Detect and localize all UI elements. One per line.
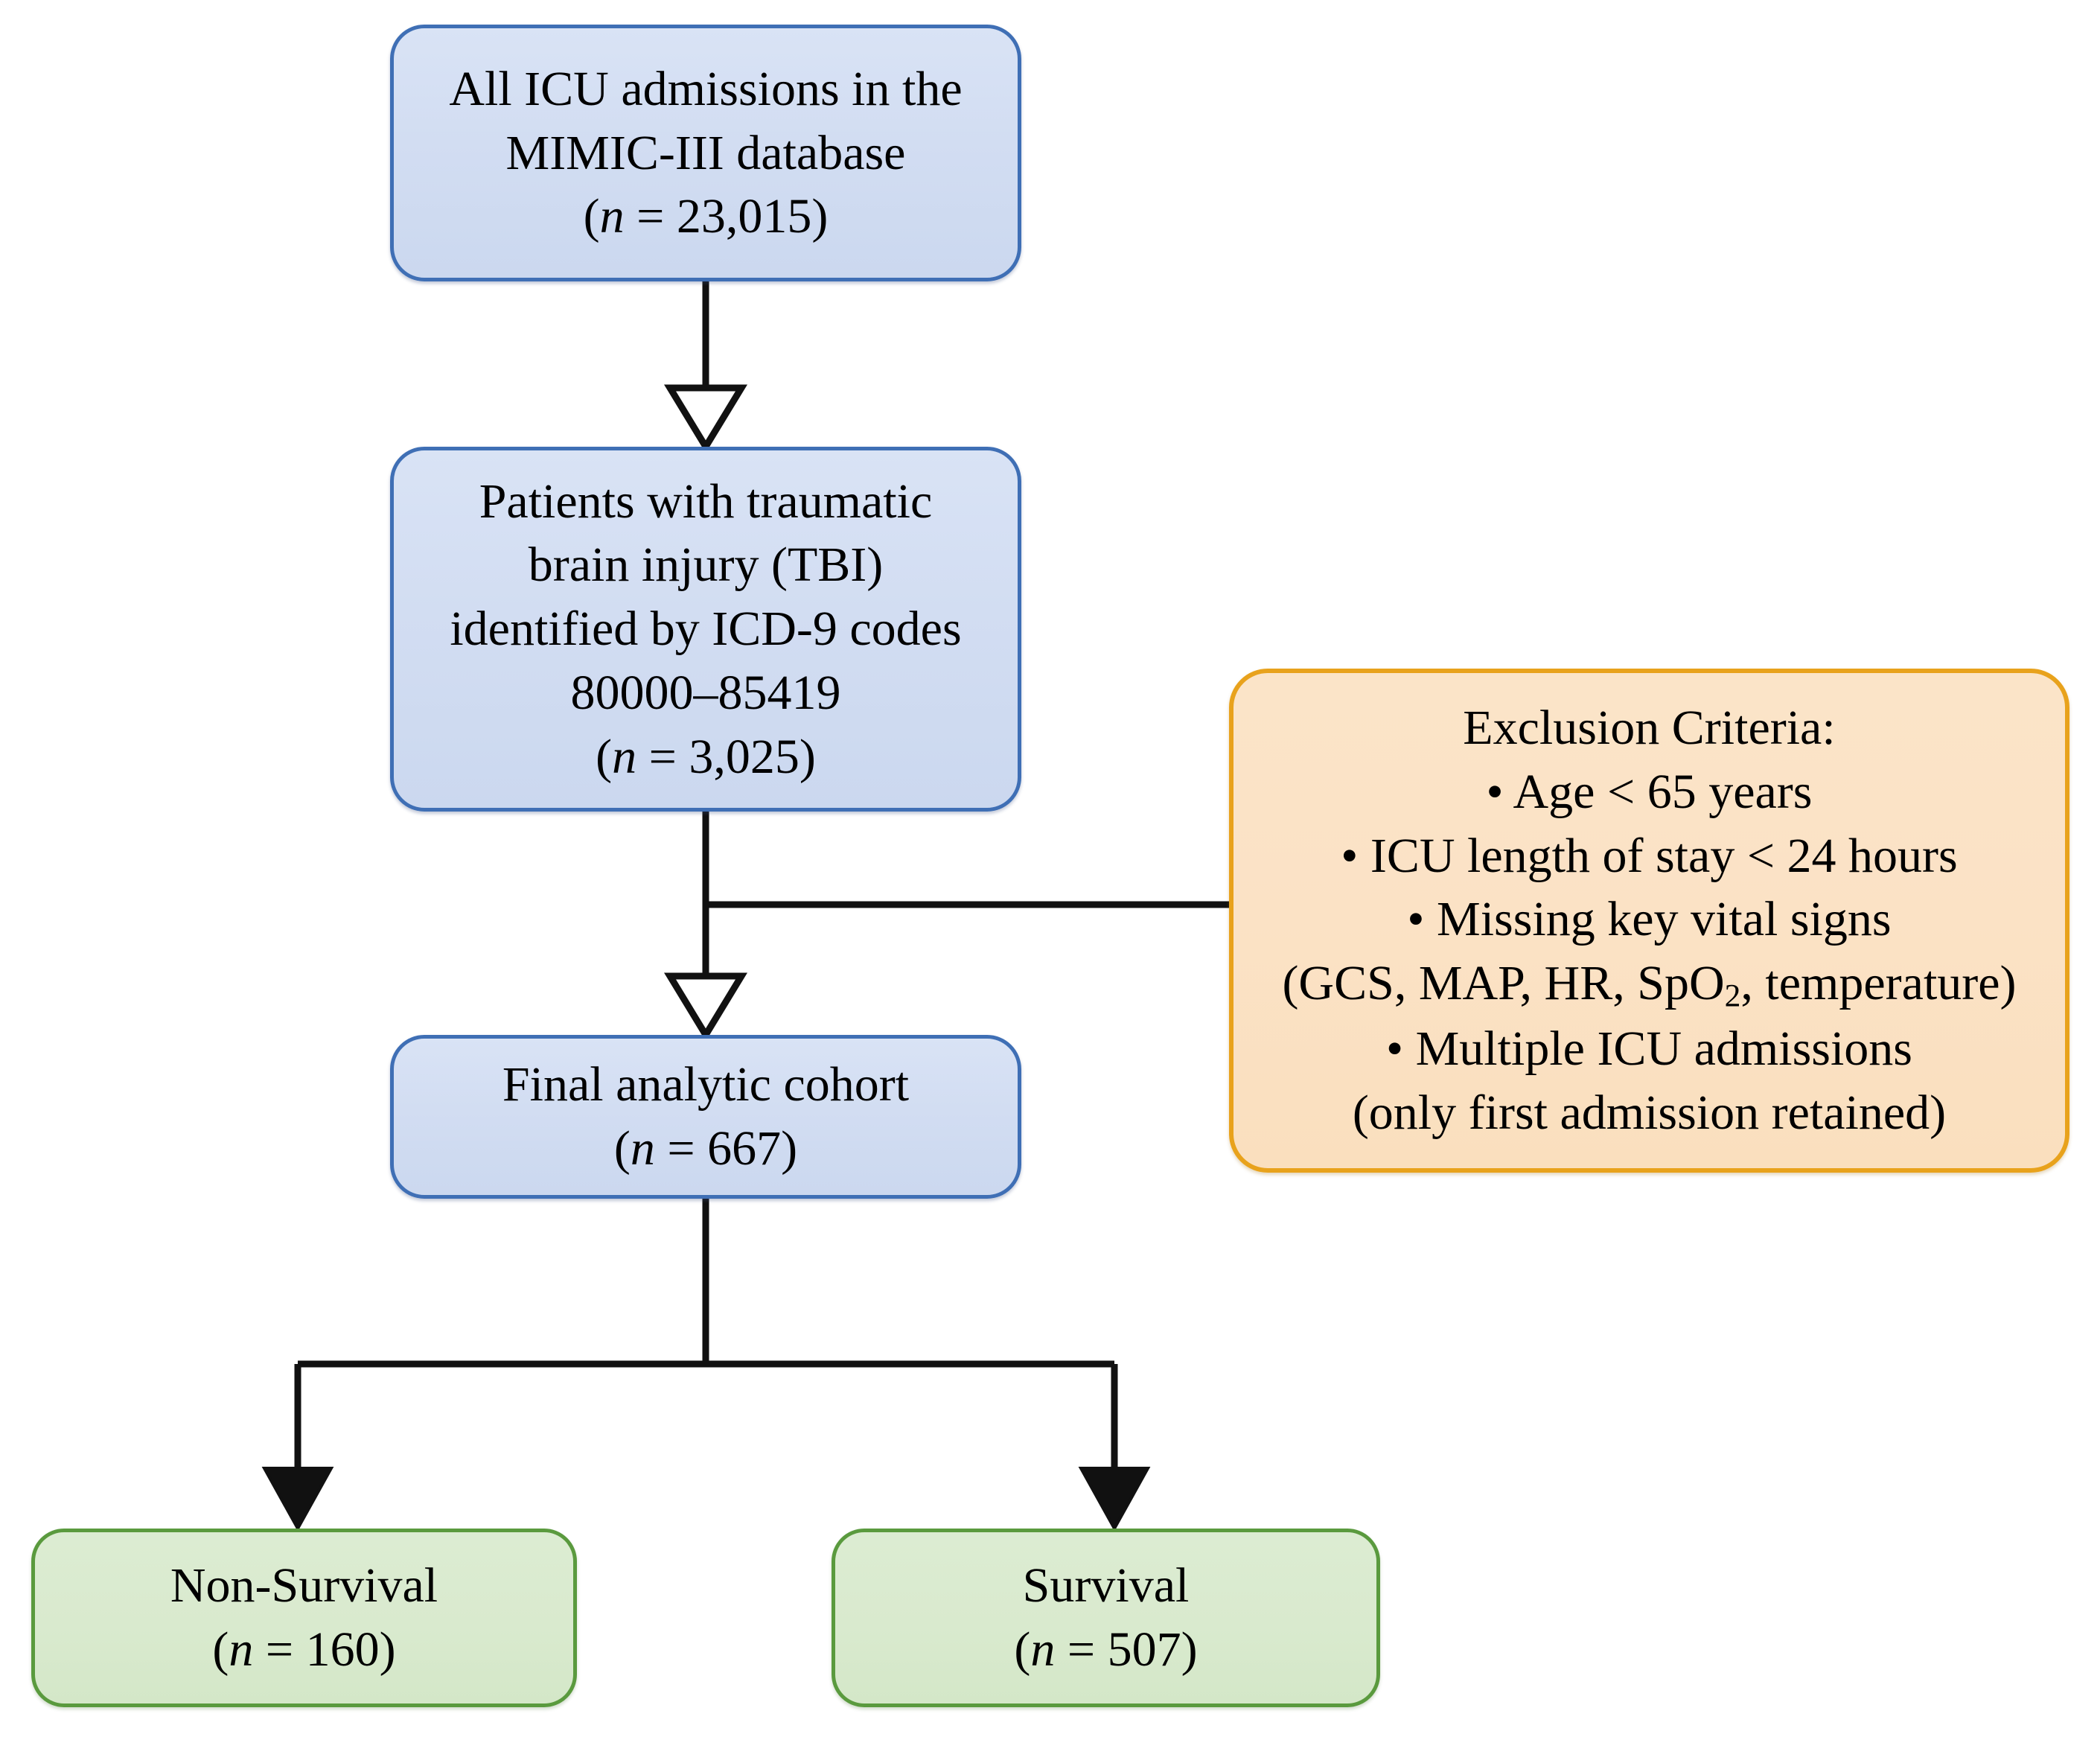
count-value: 3,025 — [689, 729, 800, 784]
count-variable: n — [1030, 1622, 1056, 1677]
node-exclusion-criteria[interactable]: Exclusion Criteria: • Age < 65 years • I… — [1229, 669, 2069, 1173]
node-count: (n = 23,015) — [583, 189, 829, 244]
node-line: Survival — [1022, 1558, 1190, 1613]
node-line: brain injury (TBI) — [528, 538, 884, 593]
count-variable: n — [630, 1121, 655, 1176]
edge-admissions-to-tbi — [664, 281, 747, 453]
count-variable: n — [599, 189, 625, 244]
edge-final-fork — [261, 1199, 1151, 1532]
node-tbi-patients[interactable]: Patients with traumatic brain injury (TB… — [390, 447, 1021, 812]
node-count: (n = 160) — [212, 1622, 396, 1677]
node-non-survival[interactable]: Non-Survival (n = 160) — [31, 1529, 577, 1707]
node-line: All ICU admissions in the — [449, 61, 963, 116]
node-line: MIMIC-III database — [505, 125, 906, 180]
node-count: (n = 3,025) — [596, 729, 816, 784]
count-variable: n — [612, 729, 637, 784]
node-line: Final analytic cohort — [502, 1057, 910, 1112]
exclusion-item: • ICU length of stay < 24 hours — [1341, 828, 1958, 883]
node-line: identified by ICD-9 codes — [450, 602, 962, 657]
node-all-icu-admissions[interactable]: All ICU admissions in the MIMIC-III data… — [390, 25, 1021, 281]
count-value: 507 — [1107, 1622, 1181, 1677]
node-line: Non-Survival — [170, 1558, 438, 1613]
node-line: 80000–85419 — [570, 665, 841, 720]
exclusion-item-note: (only first admission retained) — [1352, 1086, 1947, 1141]
exclusion-item: • Multiple ICU admissions — [1386, 1022, 1912, 1077]
node-count: (n = 667) — [613, 1121, 798, 1176]
exclusion-heading: Exclusion Criteria: — [1463, 701, 1836, 755]
exclusion-item: • Age < 65 years — [1486, 764, 1813, 819]
subscript-two: 2 — [1724, 978, 1741, 1014]
node-line: Patients with traumatic — [479, 474, 933, 529]
node-final-analytic-cohort[interactable]: Final analytic cohort (n = 667) — [390, 1035, 1021, 1199]
node-survival[interactable]: Survival (n = 507) — [832, 1529, 1380, 1707]
count-value: 160 — [305, 1622, 380, 1677]
count-value: 23,015 — [676, 189, 812, 244]
edge-tbi-to-final — [664, 812, 747, 1042]
exclusion-item: • Missing key vital signs — [1407, 892, 1892, 947]
node-count: (n = 507) — [1014, 1622, 1198, 1677]
exclusion-item-vitals: (GCS, MAP, HR, SpO2, temperature) — [1282, 956, 2017, 1014]
count-value: 667 — [707, 1121, 782, 1176]
count-variable: n — [229, 1622, 254, 1677]
